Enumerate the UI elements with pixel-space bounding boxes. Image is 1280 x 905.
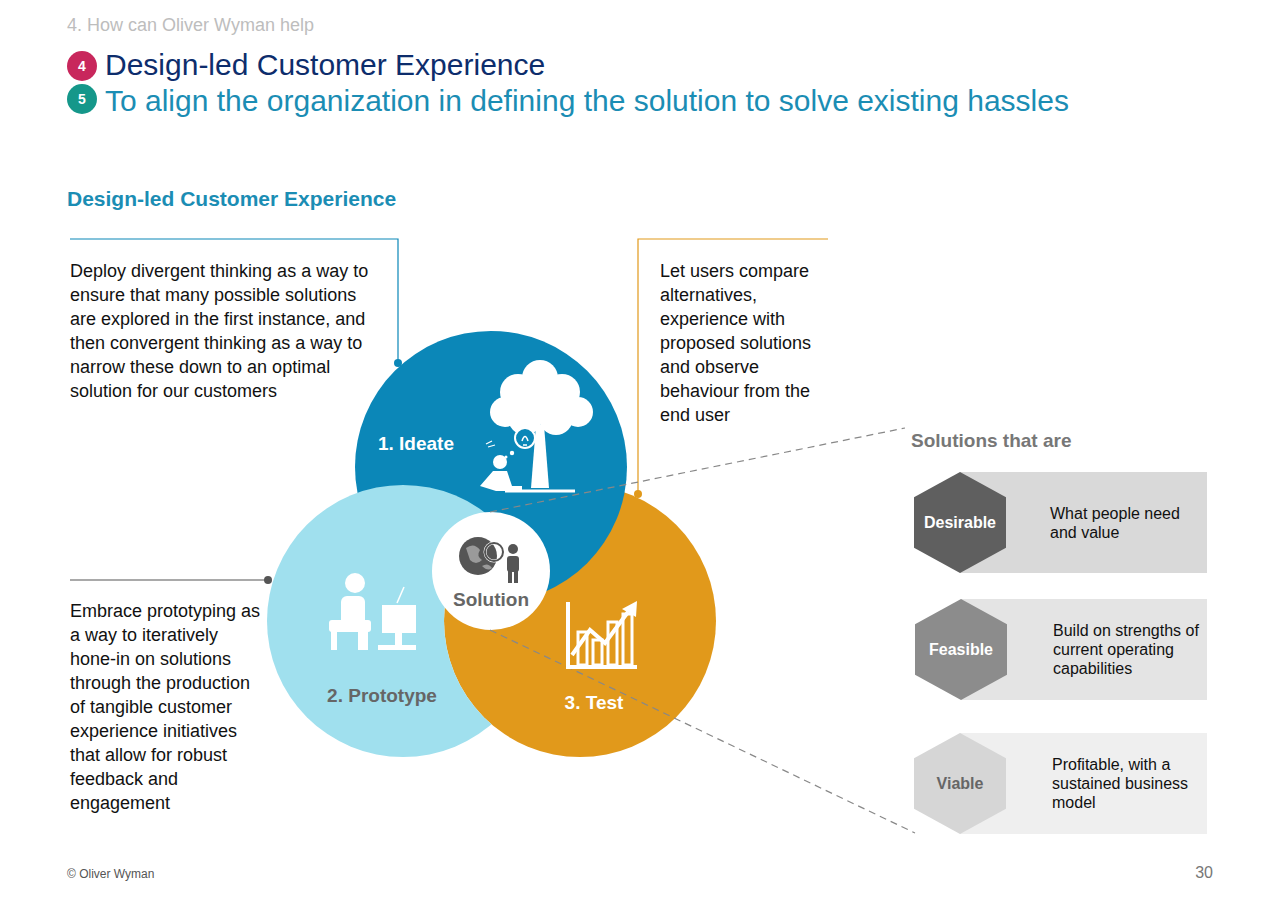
criteria-band: Build on strengths of current operating … (914, 599, 1207, 700)
criteria-band: Profitable, with a sustained business mo… (914, 733, 1207, 834)
criteria-hexagon-text: Desirable (914, 472, 1006, 573)
criteria-hexagon-text: Viable (914, 733, 1006, 834)
test-circle-text: 3. Test (544, 691, 644, 714)
solution-circle: Solution (432, 512, 550, 630)
criteria-hexagon-fill (914, 733, 1006, 834)
slide-subtitle: To align the organization in defining th… (105, 83, 1275, 119)
leader-dot (264, 576, 272, 584)
ideate-circle-text: 1. Ideate (366, 432, 466, 455)
criteria-hexagon-fill (915, 599, 1007, 700)
breadcrumb: 4. How can Oliver Wyman help (67, 14, 667, 36)
callout-text: Deploy divergent thinking as a way to en… (70, 259, 370, 403)
callout-disc (67, 51, 97, 81)
solution-circle-fill (432, 512, 550, 630)
criteria-band-text: Profitable, with a sustained business mo… (1052, 733, 1202, 834)
slide-title: Design-led Customer Experience (105, 47, 1255, 83)
solution-circle-text: Solution (432, 588, 550, 611)
callout-number: 4 (67, 54, 97, 78)
criteria-hexagon: Desirable (914, 472, 1006, 573)
solution-circle-shape (432, 512, 550, 630)
criteria-band: What people need and value Desirable (914, 472, 1207, 573)
callout-disc (67, 84, 97, 114)
criteria-hexagon-text: Feasible (915, 599, 1007, 700)
criteria-hexagon: Viable (914, 733, 1006, 834)
prototype-circle-text: 2. Prototype (312, 684, 452, 707)
callout-number: 5 (67, 87, 97, 111)
copyright: © Oliver Wyman (67, 867, 267, 881)
criteria-band-text: What people need and value (1050, 472, 1200, 573)
page-number: 30 (1150, 863, 1213, 882)
criteria-hexagon: Feasible (915, 599, 1007, 700)
section-heading: Design-led Customer Experience (67, 186, 667, 211)
callout-text: Embrace prototyping as a way to iterativ… (70, 599, 265, 815)
callout-text: Let users compare alternatives, experien… (660, 259, 832, 427)
group-heading: Solutions that are (911, 429, 1211, 452)
criteria-band-text: Build on strengths of current operating … (1053, 599, 1209, 700)
criteria-hexagon-fill (914, 472, 1006, 573)
leader-line (70, 579, 268, 580)
